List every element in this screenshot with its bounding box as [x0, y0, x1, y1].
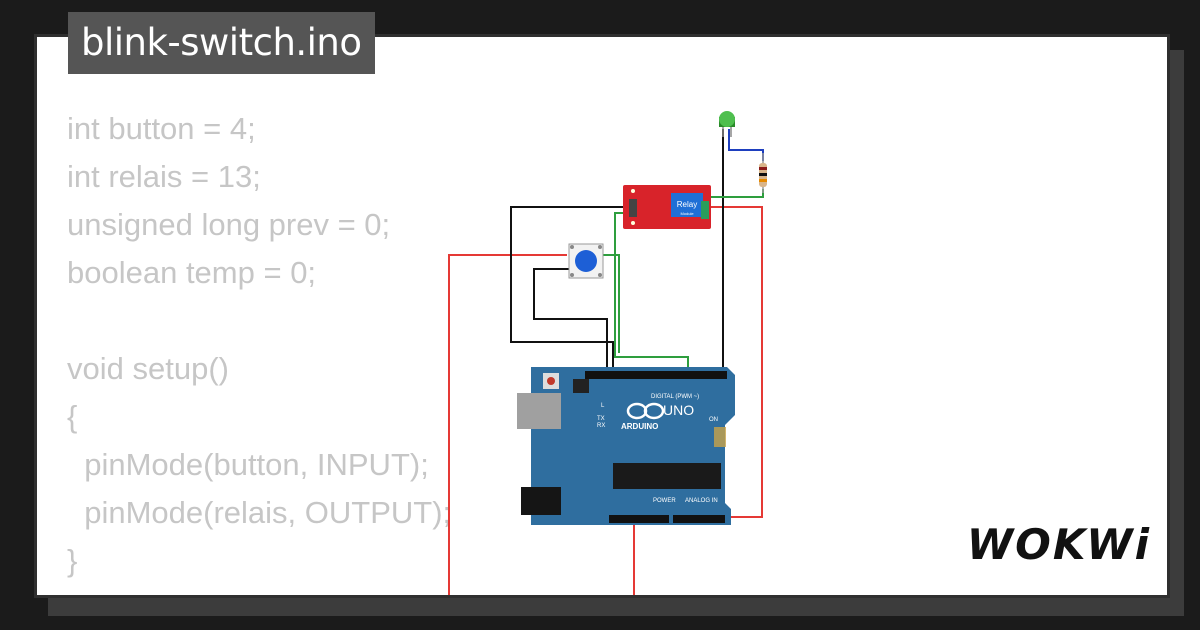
- wire-green-resistor: [709, 189, 764, 198]
- wire-black-relay: [510, 206, 625, 371]
- code-line: pinMode(button, INPUT);: [67, 447, 429, 482]
- code-line: int relais = 13;: [67, 159, 261, 194]
- resistor[interactable]: [759, 153, 767, 193]
- circuit-diagram: Relay Module: [448, 111, 767, 595]
- wires: [448, 129, 764, 595]
- board-brand: ARDUINO: [621, 422, 658, 431]
- file-tab-title: blink-switch.ino: [68, 12, 375, 74]
- analog-label: ANALOG IN: [685, 498, 718, 504]
- wire-green-button: [601, 254, 620, 353]
- on-label: ON: [709, 417, 718, 423]
- code-line: }: [67, 543, 78, 578]
- board-model: UNO: [663, 402, 694, 418]
- code-line: boolean temp = 0;: [67, 255, 317, 290]
- wire-green-relay: [614, 212, 689, 371]
- wire-blue-led: [728, 129, 764, 161]
- wire-black-button: [533, 268, 608, 371]
- digital-label: DIGITAL (PWM ~): [651, 394, 699, 400]
- relay-sub-label: Module: [680, 211, 694, 216]
- code-preview: int button = 4; int relais = 13; unsigned …: [67, 105, 451, 585]
- tx-label: TX: [597, 416, 605, 422]
- arduino-uno-board[interactable]: UNO ARDUINO DIGITAL (PWM ~) POWER ANALOG…: [517, 367, 735, 525]
- push-button[interactable]: [568, 243, 604, 279]
- wire-red-right: [709, 206, 763, 518]
- code-line: {: [67, 399, 78, 434]
- code-line: int button = 4;: [67, 111, 256, 146]
- code-line: void setup(): [67, 351, 229, 386]
- code-line: pinMode(relais, OUTPUT);: [67, 495, 452, 530]
- wire-red-left: [448, 254, 567, 595]
- power-label: POWER: [653, 498, 676, 504]
- green-led[interactable]: [719, 111, 735, 137]
- l-label: L: [601, 403, 605, 409]
- project-card: int button = 4; int relais = 13; unsigned …: [34, 34, 1170, 598]
- wokwi-logo: WOKWi: [966, 520, 1151, 569]
- code-line: unsigned long prev = 0;: [67, 207, 391, 242]
- relay-label: Relay: [677, 200, 697, 209]
- relay-module[interactable]: Relay Module: [623, 185, 711, 229]
- rx-label: RX: [597, 423, 605, 429]
